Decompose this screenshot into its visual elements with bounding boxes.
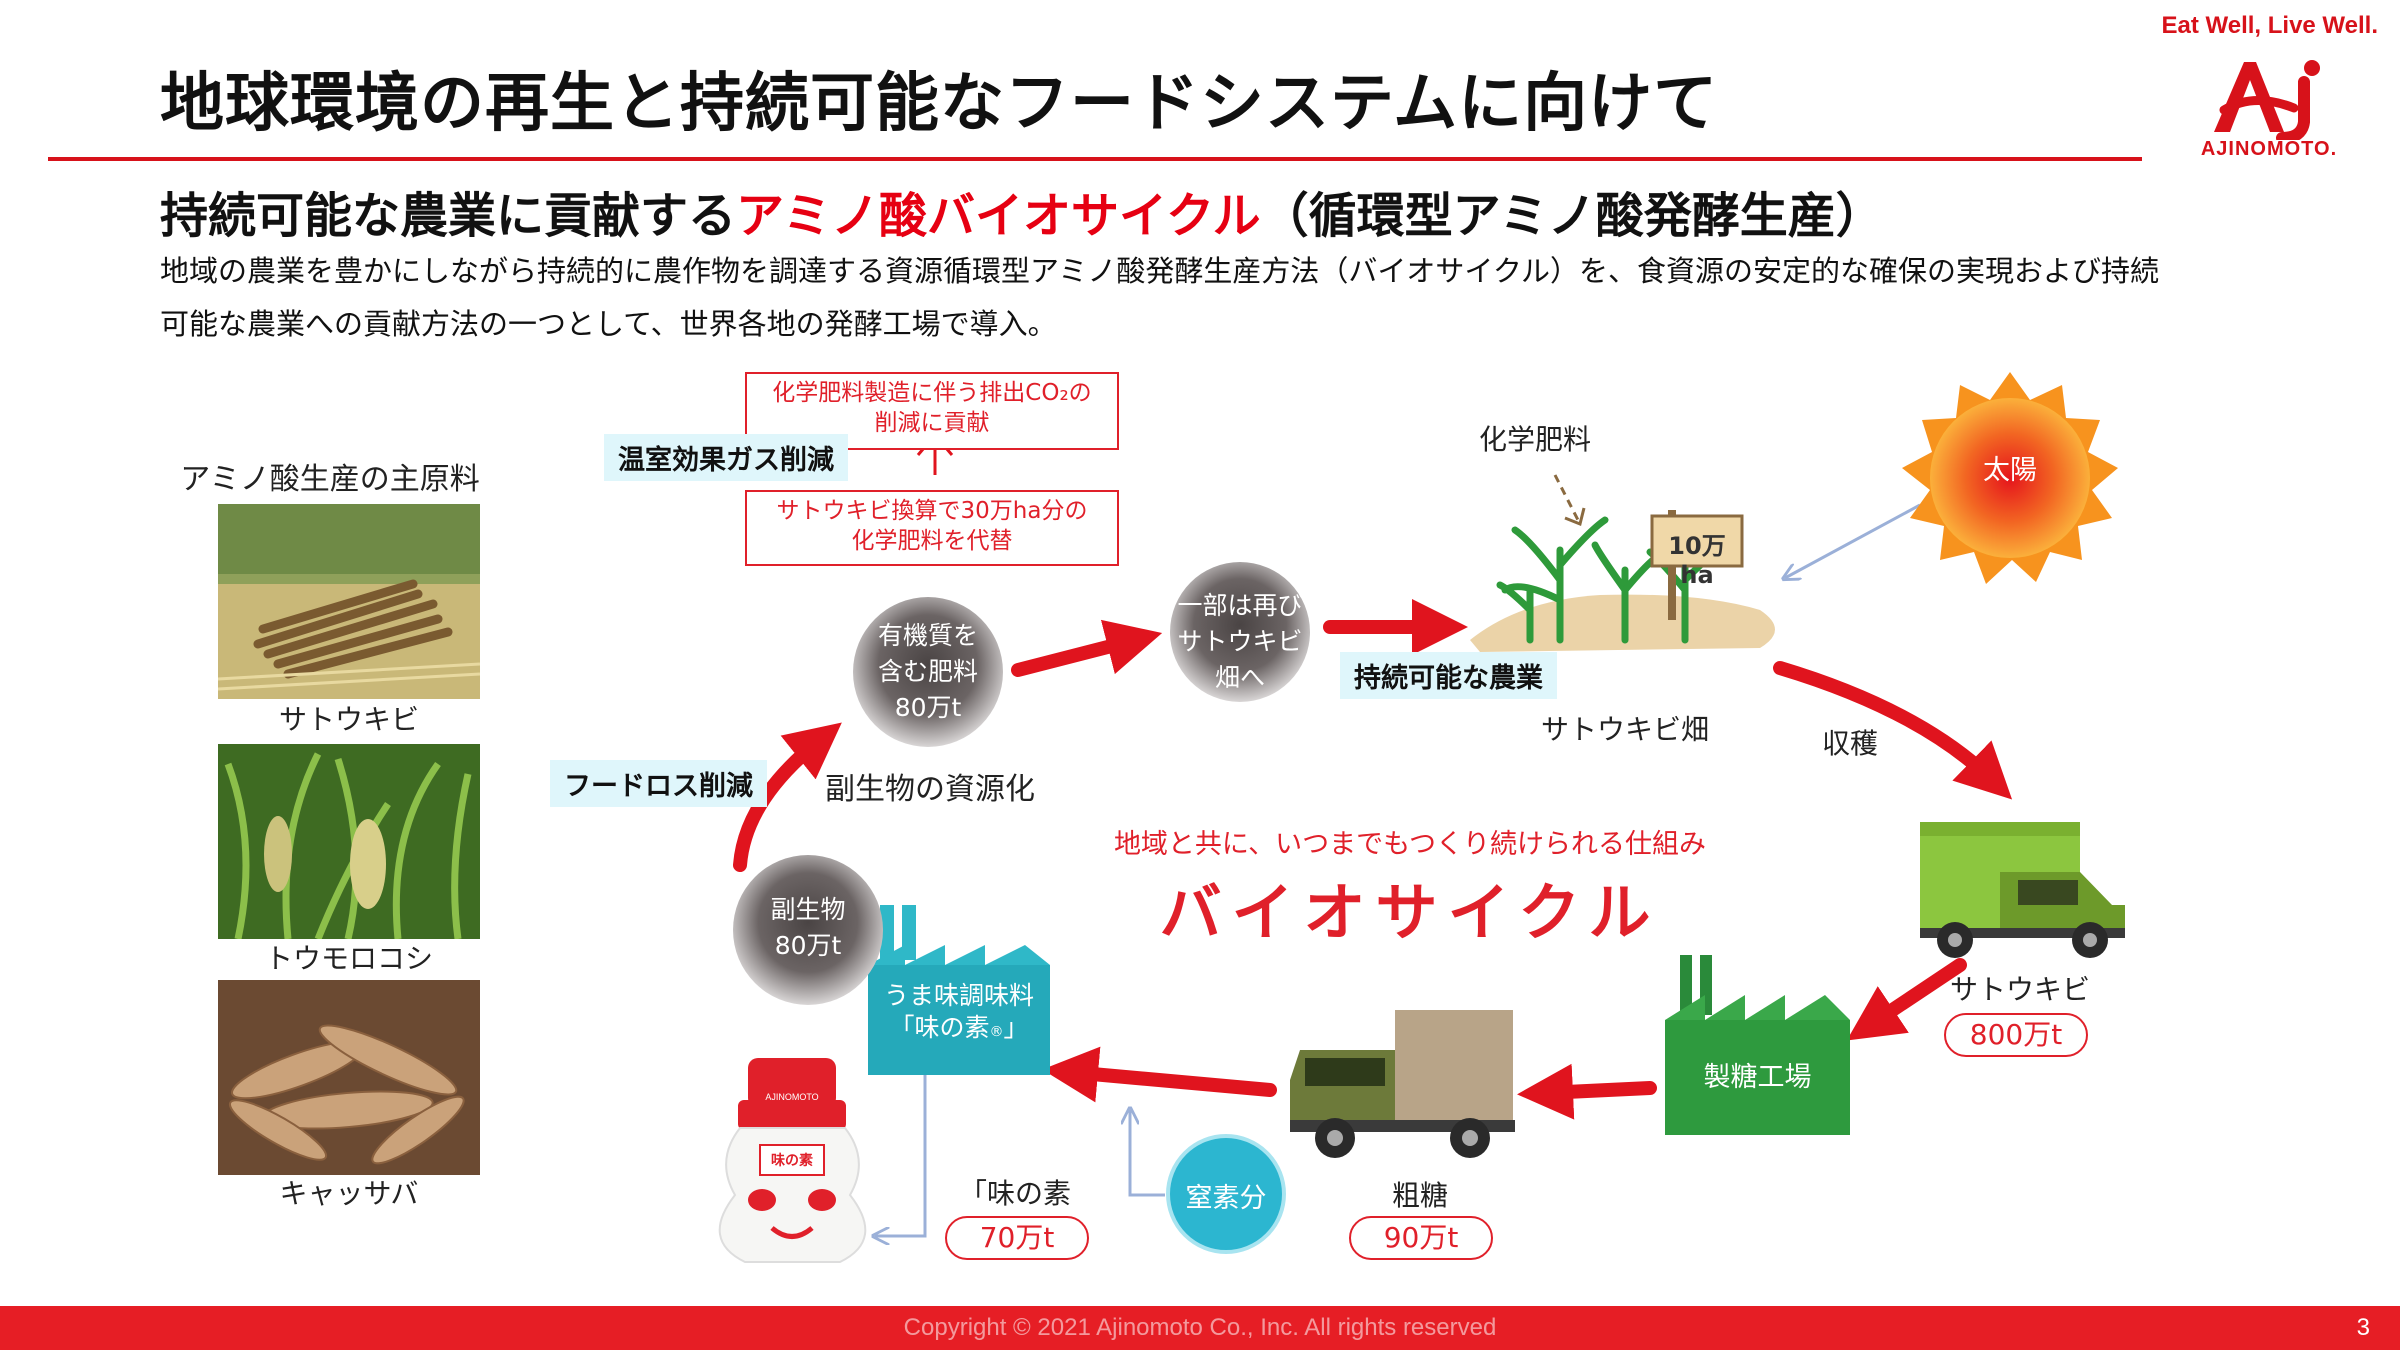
- arrow-rawsugar-to-factory: [1042, 1046, 1277, 1103]
- raw-sugar-truck-icon: [1290, 1010, 1515, 1158]
- bottle-label-text: 味の素: [771, 1153, 813, 1169]
- organic-line2: 含む肥料: [877, 657, 978, 686]
- corn-photo: [218, 744, 480, 939]
- harvest-label: 収穫: [1821, 727, 1878, 760]
- co2-box-line2: 削減に貢献: [874, 410, 990, 436]
- nitrogen-label: 窒素分: [1185, 1183, 1267, 1214]
- factory-line2: 「味の素: [889, 1013, 990, 1042]
- page-number: 3: [2356, 1314, 2370, 1341]
- subtitle-suffix: （循環型アミノ酸発酵生産）: [1260, 188, 1884, 244]
- factory-line1: うま味調味料: [883, 981, 1034, 1010]
- arrow-product: [875, 1060, 927, 1236]
- page-title: 地球環境の再生と持続可能なフードシステムに向けて: [160, 67, 1719, 141]
- footer-bar: [0, 1306, 2400, 1350]
- food-loss-label: フードロス削減: [550, 760, 767, 807]
- arrow-mill-to-rawsugar: [1517, 1063, 1657, 1120]
- organic-line1: 有機質を: [877, 621, 978, 650]
- arrow-sun-rays: [1785, 503, 1921, 578]
- arrow-nitrogen: [1130, 1110, 1165, 1197]
- sugarcane-field-label: サトウキビ畑: [1540, 713, 1709, 746]
- ajinomoto-logo-icon: [2214, 60, 2320, 140]
- arrow-truck-to-mill: [1846, 958, 1967, 1041]
- sugarcane-qty-badge: 800万t: [1944, 1013, 2088, 1057]
- arrow-fertilizer: [1553, 474, 1580, 521]
- fertilizer-replacement-box: サトウキビ換算で30万ha分の 化学肥料を代替: [745, 490, 1119, 566]
- bottle-brand-text: AJINOMOTO: [765, 1092, 819, 1102]
- raw-materials-title: アミノ酸生産の主原料: [180, 462, 480, 497]
- msg-factory-label: うま味調味料 「味の素®」: [868, 980, 1050, 1048]
- byproduct-use-label: 副生物の資源化: [825, 772, 1035, 807]
- description-text: 地域の農業を豊かにしながら持続的に農作物を調達する資源循環型アミノ酸発酵生産方法…: [160, 254, 2159, 341]
- center-title: バイオサイクル: [1159, 876, 1661, 949]
- sugarcane-truck-icon: [1920, 822, 2125, 958]
- center-subtitle: 地域と共に、いつまでもつくり続けられる仕組み: [1113, 829, 1707, 860]
- title-divider: [48, 157, 2142, 161]
- ghg-reduction-label: 温室効果ガス削減: [604, 434, 848, 481]
- byproduct-line2: 80万t: [774, 931, 842, 960]
- product-name: 「味の素: [958, 1177, 1071, 1210]
- sun-label: 太陽: [1983, 455, 2037, 486]
- sugar-mill-icon: [1665, 955, 1850, 1135]
- raw-material-label-corn: トウモロコシ: [264, 942, 433, 975]
- organic-fertilizer-text: 有機質を 含む肥料 80万t: [853, 618, 1003, 726]
- back-to-field-line2: サトウキビ畑へ: [1177, 627, 1303, 692]
- area-sign-label: 10万ha: [1668, 532, 1726, 589]
- replace-box-line2: 化学肥料を代替: [851, 528, 1013, 554]
- byproduct-line1: 副生物: [770, 895, 846, 924]
- factory-registered-mark: ®: [989, 1024, 1004, 1040]
- sugar-mill-label: 製糖工場: [1703, 1062, 1812, 1093]
- fertilizer-label: 化学肥料: [1478, 423, 1591, 456]
- arrow-organic-to-field: [1011, 619, 1163, 677]
- subtitle-highlight: アミノ酸バイオサイクル: [736, 188, 1261, 244]
- sugarcane-truck-label: サトウキビ: [1950, 973, 2091, 1006]
- sustainable-agriculture-label: 持続可能な農業: [1340, 652, 1557, 699]
- copyright-text: Copyright © 2021 Ajinomoto Co., Inc. All…: [903, 1314, 1497, 1341]
- raw-sugar-label: 粗糖: [1391, 1179, 1448, 1212]
- factory-line3: 」: [1003, 1013, 1029, 1042]
- co2-box-line1: 化学肥料製造に伴う排出CO₂の: [772, 380, 1092, 406]
- raw-material-label-sugarcane: サトウキビ: [278, 703, 419, 736]
- subtitle-prefix: 持続可能な農業に貢献する: [160, 188, 737, 244]
- cassava-photo: [218, 980, 480, 1175]
- back-to-field-text: 一部は再び サトウキビ畑へ: [1170, 588, 1310, 696]
- sugarcane-photo: [218, 504, 480, 699]
- product-qty-badge: 70万t: [945, 1216, 1089, 1260]
- brand-name: AJINOMOTO.: [2200, 138, 2338, 160]
- replace-box-line1: サトウキビ換算で30万ha分の: [776, 498, 1088, 524]
- raw-material-label-cassava: キャッサバ: [279, 1177, 419, 1210]
- byproduct-text: 副生物 80万t: [740, 892, 876, 964]
- brand-tagline: Eat Well, Live Well.: [2161, 12, 2378, 39]
- back-to-field-line1: 一部は再び: [1177, 591, 1303, 620]
- raw-sugar-qty-badge: 90万t: [1349, 1216, 1493, 1260]
- organic-line3: 80万t: [894, 693, 962, 722]
- section-subtitle: 持続可能な農業に貢献するアミノ酸バイオサイクル（循環型アミノ酸発酵生産）: [160, 176, 1884, 246]
